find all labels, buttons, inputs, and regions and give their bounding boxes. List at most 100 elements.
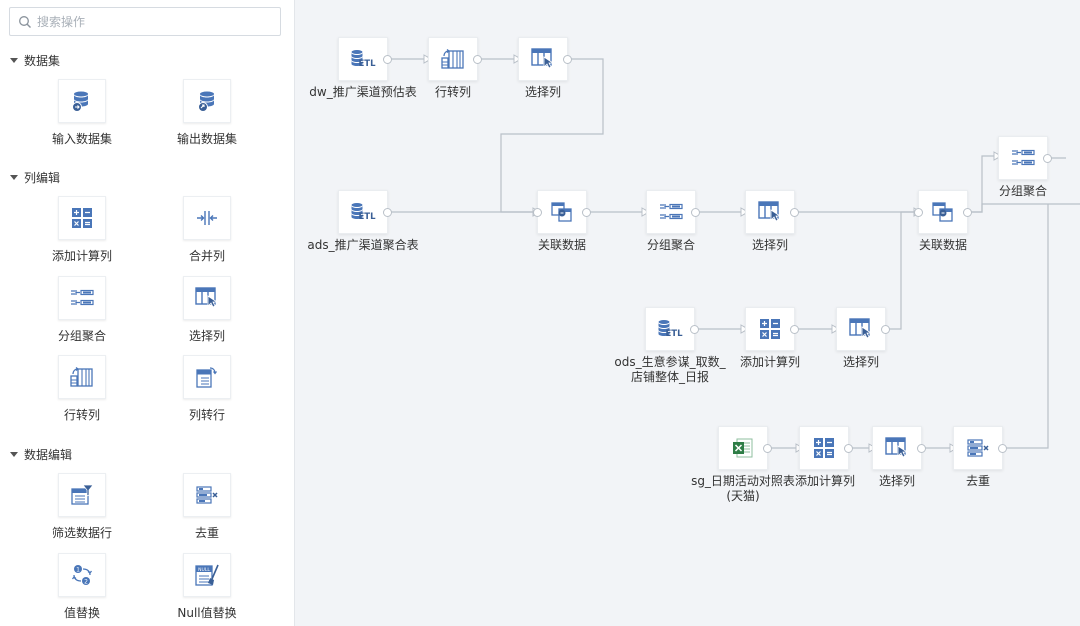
tool-row-to-column[interactable]: 行转列 <box>27 355 137 423</box>
svg-text:1: 1 <box>76 567 80 574</box>
svg-text:ETL: ETL <box>665 329 683 339</box>
tool-merge-column-label: 合并列 <box>188 249 225 263</box>
node-group-aggregate-2[interactable] <box>998 136 1052 180</box>
node-add-calc-column-2[interactable] <box>799 426 853 470</box>
etl-icon: ETL <box>351 203 376 222</box>
group-data-edit[interactable]: 数据编辑 <box>10 446 72 463</box>
input-port[interactable] <box>914 208 923 217</box>
output-port[interactable] <box>881 325 890 334</box>
output-port[interactable] <box>917 444 926 453</box>
edge-arrow <box>513 54 523 64</box>
node-label-line1: ods_生意参谋_取数_ <box>614 355 726 369</box>
output-port[interactable] <box>763 444 772 453</box>
merge-icon <box>197 211 217 225</box>
output-port[interactable] <box>691 208 700 217</box>
tool-null-replace[interactable]: NULL Null值替换 <box>152 553 262 621</box>
output-port[interactable] <box>790 208 799 217</box>
node-deduplicate[interactable] <box>953 426 1007 470</box>
row-to-column-icon <box>70 367 93 387</box>
group-dataset-label: 数据集 <box>24 54 61 68</box>
tool-group-aggregate[interactable]: 分组聚合 <box>27 276 137 344</box>
node-label: ads_推广渠道聚合表 <box>307 238 419 252</box>
output-port[interactable] <box>844 444 853 453</box>
caret-down-icon <box>10 58 18 63</box>
output-port[interactable] <box>383 55 392 64</box>
node-dw-estimate-table[interactable]: ETL <box>338 37 392 81</box>
node-join-data-2[interactable] <box>914 190 972 234</box>
group-column-edit[interactable]: 列编辑 <box>10 169 60 186</box>
calculator-icon <box>760 319 780 339</box>
row-to-column-icon <box>441 49 464 69</box>
tool-column-to-row-label: 列转行 <box>188 408 225 422</box>
deduplicate-icon <box>196 486 218 504</box>
svg-text:ETL: ETL <box>358 212 376 222</box>
output-port[interactable] <box>690 325 699 334</box>
tool-merge-column[interactable]: 合并列 <box>152 196 262 264</box>
flow-canvas[interactable]: ETL dw_推广渠道预估表 行转列 选择列 ETL ads_推广渠道聚合表 关… <box>296 0 1080 626</box>
select-column-icon <box>885 437 909 458</box>
caret-down-icon <box>10 452 18 457</box>
tool-output-dataset[interactable]: 输出数据集 <box>152 79 262 147</box>
select-column-icon <box>531 48 555 69</box>
tool-row-to-column-label: 行转列 <box>63 408 100 422</box>
output-port[interactable] <box>998 444 1007 453</box>
node-group-aggregate-1[interactable] <box>646 190 700 234</box>
output-port[interactable] <box>790 325 799 334</box>
node-ods-shop-daily[interactable]: ETL <box>645 307 699 351</box>
node-label: 选择列 <box>878 474 915 488</box>
node-label: 分组聚合 <box>998 184 1047 198</box>
tool-filter-rows[interactable]: 筛选数据行 <box>27 473 137 541</box>
search-icon <box>19 15 31 28</box>
group-dataset[interactable]: 数据集 <box>10 52 60 69</box>
calculator-icon <box>72 208 92 228</box>
tool-column-to-row[interactable]: 列转行 <box>152 355 262 423</box>
etl-icon: ETL <box>351 50 376 69</box>
node-label: 选择列 <box>751 238 788 252</box>
node-ads-aggregate-table[interactable]: ETL <box>338 190 392 234</box>
output-port[interactable] <box>1043 154 1052 163</box>
output-port[interactable] <box>963 208 972 217</box>
column-to-row-icon <box>196 367 217 388</box>
node-label: 行转列 <box>434 85 471 99</box>
node-select-column-4[interactable] <box>872 426 926 470</box>
edge-arrow <box>831 324 841 334</box>
output-port[interactable] <box>563 55 572 64</box>
tool-output-dataset-label: 输出数据集 <box>176 132 237 146</box>
node-sg-activity-table[interactable] <box>718 426 772 470</box>
node-select-column-3[interactable] <box>836 307 890 351</box>
tool-deduplicate[interactable]: 去重 <box>152 473 262 541</box>
node-label: sg_日期活动对照表 (天猫) <box>683 474 803 504</box>
input-port[interactable] <box>533 208 542 217</box>
tool-input-dataset[interactable]: 输入数据集 <box>27 79 137 147</box>
svg-text:NULL: NULL <box>198 567 210 573</box>
tool-group-aggregate-label: 分组聚合 <box>57 329 106 343</box>
edge-arrow <box>740 207 750 217</box>
caret-down-icon <box>10 175 18 180</box>
node-select-column-2[interactable] <box>745 190 799 234</box>
search-placeholder[interactable]: 搜索操作 <box>37 15 86 29</box>
node-label: ods_生意参谋_取数_ 店铺整体_日报 <box>610 355 730 385</box>
node-label: 选择列 <box>842 355 879 369</box>
output-port[interactable] <box>473 55 482 64</box>
node-label: 关联数据 <box>918 238 967 252</box>
edge-arrow <box>423 54 433 64</box>
node-select-column-1[interactable] <box>518 37 572 81</box>
search-box[interactable]: 搜索操作 <box>9 7 281 36</box>
tool-select-column[interactable]: 选择列 <box>152 276 262 344</box>
edge <box>1004 204 1049 449</box>
tool-add-calc-column[interactable]: 添加计算列 <box>27 196 137 264</box>
null-replace-icon: NULL <box>195 564 219 586</box>
node-label-line2: (天猫) <box>726 489 760 503</box>
edge-arrow <box>740 324 750 334</box>
edge-arrow <box>641 207 651 217</box>
filter-rows-icon <box>71 484 94 505</box>
node-add-calc-column-1[interactable] <box>745 307 799 351</box>
operations-sidebar: 搜索操作 数据集 输入数据集 输出数据集 列编辑 添加计算列 合并列 分组聚合 … <box>0 0 295 626</box>
output-port[interactable] <box>383 208 392 217</box>
output-port[interactable] <box>582 208 591 217</box>
node-label: 添加计算列 <box>739 355 800 369</box>
node-join-data-1[interactable] <box>533 190 591 234</box>
svg-text:ETL: ETL <box>358 59 376 69</box>
node-row-to-column[interactable] <box>428 37 482 81</box>
